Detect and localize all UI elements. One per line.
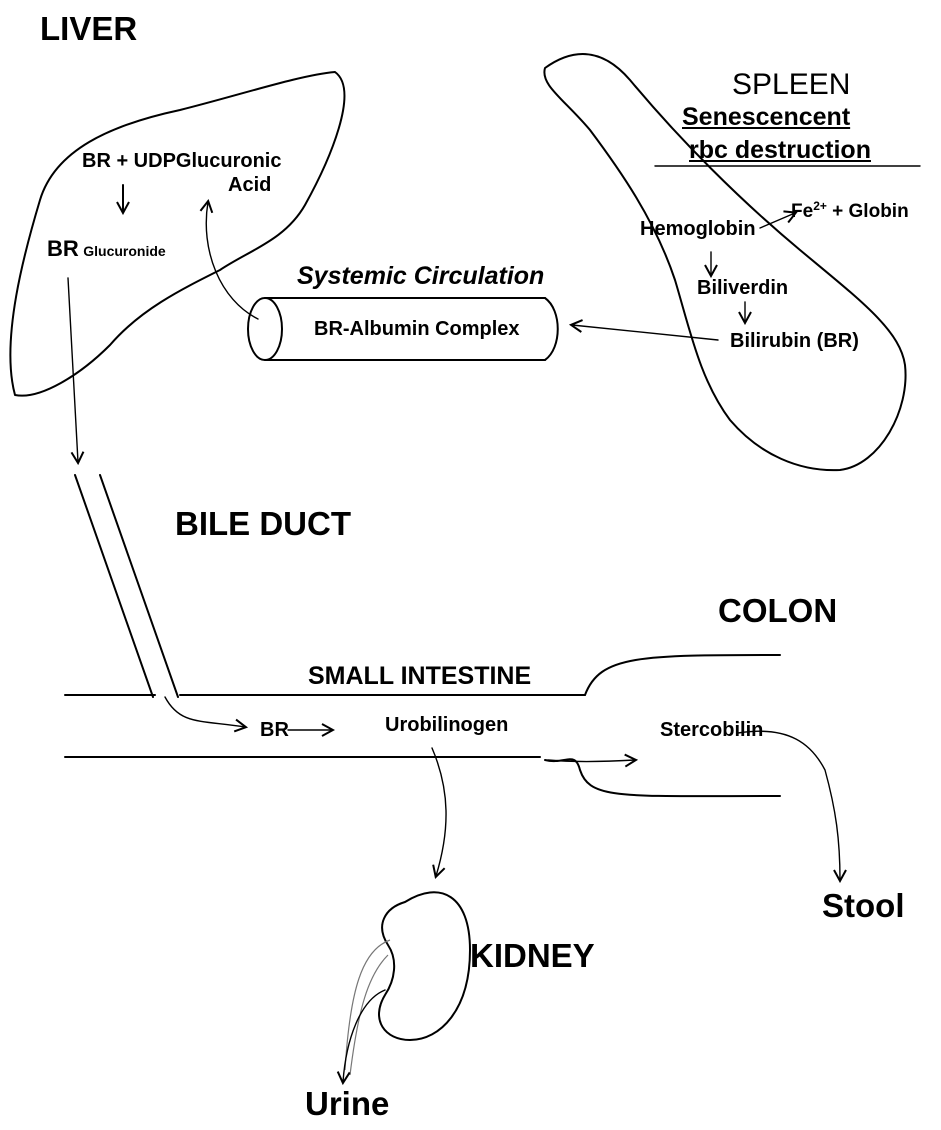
arrow-stercobilin-to-stool bbox=[738, 731, 840, 880]
arrow-bilirubin-to-complex bbox=[572, 325, 718, 340]
spleen-heading-line1: Senescencent bbox=[682, 103, 850, 132]
biliverdin-label: Biliverdin bbox=[697, 277, 788, 300]
kidney-label: KIDNEY bbox=[470, 937, 595, 975]
stercobilin-label: Stercobilin bbox=[660, 719, 763, 742]
colon-label: COLON bbox=[718, 592, 837, 630]
small-intestine-label: SMALL INTESTINE bbox=[308, 662, 531, 691]
fe-globin-label: Fe2+ + Globin bbox=[791, 201, 909, 223]
urobilinogen-label: Urobilinogen bbox=[385, 714, 508, 737]
conjugation-line1: BR + UDPGlucuronic bbox=[82, 150, 281, 173]
arrow-bile-duct-to-br bbox=[165, 697, 245, 727]
arrow-kidney-to-urine bbox=[343, 990, 385, 1082]
liver-label: LIVER bbox=[40, 10, 137, 48]
arrow-to-stercobilin bbox=[548, 760, 635, 762]
arrow-liver-to-bile-duct bbox=[68, 278, 78, 462]
spleen-label: SPLEEN bbox=[732, 68, 850, 102]
urine-label: Urine bbox=[305, 1085, 389, 1123]
stool-label: Stool bbox=[822, 887, 904, 925]
intestine-br-label: BR bbox=[260, 719, 289, 742]
arrow-urobilinogen-to-kidney bbox=[432, 748, 446, 876]
circulation-title: Systemic Circulation bbox=[297, 262, 544, 291]
br-glucuronide-label: BR Glucuronide bbox=[47, 236, 166, 262]
arrow-circulation-to-liver bbox=[206, 202, 258, 319]
br-albumin-complex-label: BR-Albumin Complex bbox=[314, 318, 520, 341]
liver-outline bbox=[10, 72, 344, 396]
bile-duct-label: BILE DUCT bbox=[175, 505, 351, 543]
bile-duct-vessel bbox=[75, 475, 178, 697]
hemoglobin-label: Hemoglobin bbox=[640, 218, 756, 241]
bilirubin-label: Bilirubin (BR) bbox=[730, 330, 859, 353]
spleen-heading-line2: rbc destruction bbox=[689, 136, 871, 165]
conjugation-line2: Acid bbox=[228, 174, 271, 197]
kidney-shape bbox=[345, 892, 470, 1075]
